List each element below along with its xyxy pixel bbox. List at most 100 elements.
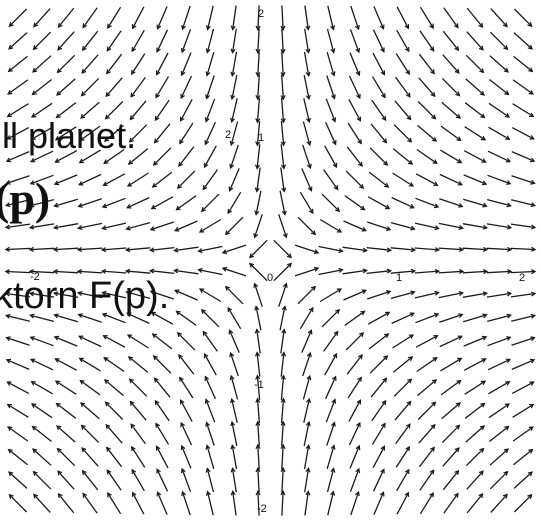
field-arrow (222, 244, 247, 254)
field-arrow (303, 421, 310, 447)
field-arrow (511, 151, 535, 162)
field-arrow-head (78, 158, 84, 164)
field-arrow (55, 150, 78, 163)
field-arrow (29, 247, 55, 251)
field-arrow-head (404, 491, 410, 497)
field-arrow-head (479, 447, 485, 453)
field-arrow-head (230, 71, 236, 78)
field-arrow (301, 168, 312, 191)
field-arrow (395, 76, 411, 98)
field-arrow (181, 29, 192, 53)
field-arrow-head (203, 352, 209, 359)
field-arrow-head (4, 291, 11, 297)
field-arrow (129, 100, 147, 120)
field-arrow (464, 102, 485, 119)
field-arrow (256, 121, 261, 146)
field-arrow (438, 247, 464, 251)
field-arrow (414, 222, 439, 230)
field-arrow-head (305, 490, 311, 496)
field-arrow (156, 469, 169, 492)
field-arrow-head (126, 203, 132, 209)
field-arrow (153, 355, 172, 374)
field-arrow (181, 491, 191, 516)
field-arrow-head (179, 376, 184, 382)
field-arrow-head (504, 112, 511, 118)
field-arrow (78, 335, 102, 348)
field-arrow-head (254, 187, 260, 193)
field-arrow (257, 28, 260, 53)
field-arrow (103, 335, 126, 348)
field-arrow-head (31, 425, 37, 431)
field-arrow (344, 195, 365, 211)
field-arrow (203, 145, 217, 168)
field-arrow (107, 6, 122, 29)
field-arrow (303, 445, 310, 470)
field-arrow-head (408, 334, 415, 339)
field-arrow-head (31, 90, 37, 96)
field-arrow-head (281, 164, 287, 170)
field-arrow-head (480, 380, 487, 386)
field-arrow (512, 403, 534, 418)
field-arrow (30, 174, 54, 185)
field-arrow-head (306, 374, 312, 381)
field-arrow-head (330, 71, 336, 77)
field-arrow-head (178, 161, 183, 168)
field-arrow (280, 329, 285, 354)
field-arrow-head (6, 112, 12, 118)
field-arrow-head (410, 225, 416, 231)
field-arrow-head (478, 493, 484, 499)
field-arrow (78, 313, 102, 323)
field-arrow-head (280, 25, 286, 31)
field-arrow-head (129, 400, 135, 406)
field-arrow-head (180, 421, 185, 428)
field-arrow (371, 400, 387, 422)
field-arrow (127, 334, 149, 349)
field-arrow-head (82, 23, 88, 29)
field-arrow-head (103, 357, 109, 362)
field-arrow (206, 52, 215, 76)
field-arrow (350, 5, 360, 30)
field-arrow (299, 191, 314, 214)
field-arrow-head (255, 490, 261, 496)
field-arrow (53, 247, 79, 251)
field-arrow-head (281, 328, 287, 334)
field-arrow (102, 197, 126, 208)
field-arrow (487, 198, 511, 207)
field-arrow (440, 125, 461, 141)
field-arrow (438, 292, 463, 299)
field-arrow-head (180, 467, 186, 474)
field-arrow-head (382, 138, 388, 144)
field-arrow-head (153, 377, 159, 383)
field-arrow-head (434, 268, 441, 274)
field-arrow (130, 76, 146, 98)
field-arrow-head (409, 203, 415, 209)
field-arrow-head (505, 157, 512, 163)
field-arrow-head (280, 443, 286, 450)
field-arrow-head (229, 351, 235, 358)
field-arrow-head (52, 224, 59, 230)
field-arrow-head (457, 180, 463, 186)
field-arrow-head (77, 202, 83, 208)
field-arrow-head (505, 358, 512, 364)
field-arrow-head (29, 202, 35, 208)
field-arrow-head (205, 490, 211, 496)
field-arrow (105, 424, 123, 444)
tick-label-top: 2 (258, 8, 264, 20)
field-arrow-head (480, 402, 486, 408)
field-arrow (487, 174, 511, 185)
field-arrow-head (156, 445, 161, 451)
field-arrow (129, 124, 148, 143)
field-arrow-head (79, 379, 85, 385)
field-arrow (486, 223, 512, 229)
field-arrow (294, 244, 319, 254)
field-arrow (82, 30, 99, 51)
field-arrow (511, 381, 535, 394)
field-arrow-head (148, 247, 155, 253)
field-arrow (465, 448, 484, 467)
field-arrow-head (481, 358, 487, 363)
field-arrow-head (7, 426, 13, 431)
field-arrow-head (57, 493, 63, 499)
field-arrow (78, 222, 103, 229)
field-arrow (103, 173, 126, 186)
field-arrow-head (181, 24, 187, 31)
